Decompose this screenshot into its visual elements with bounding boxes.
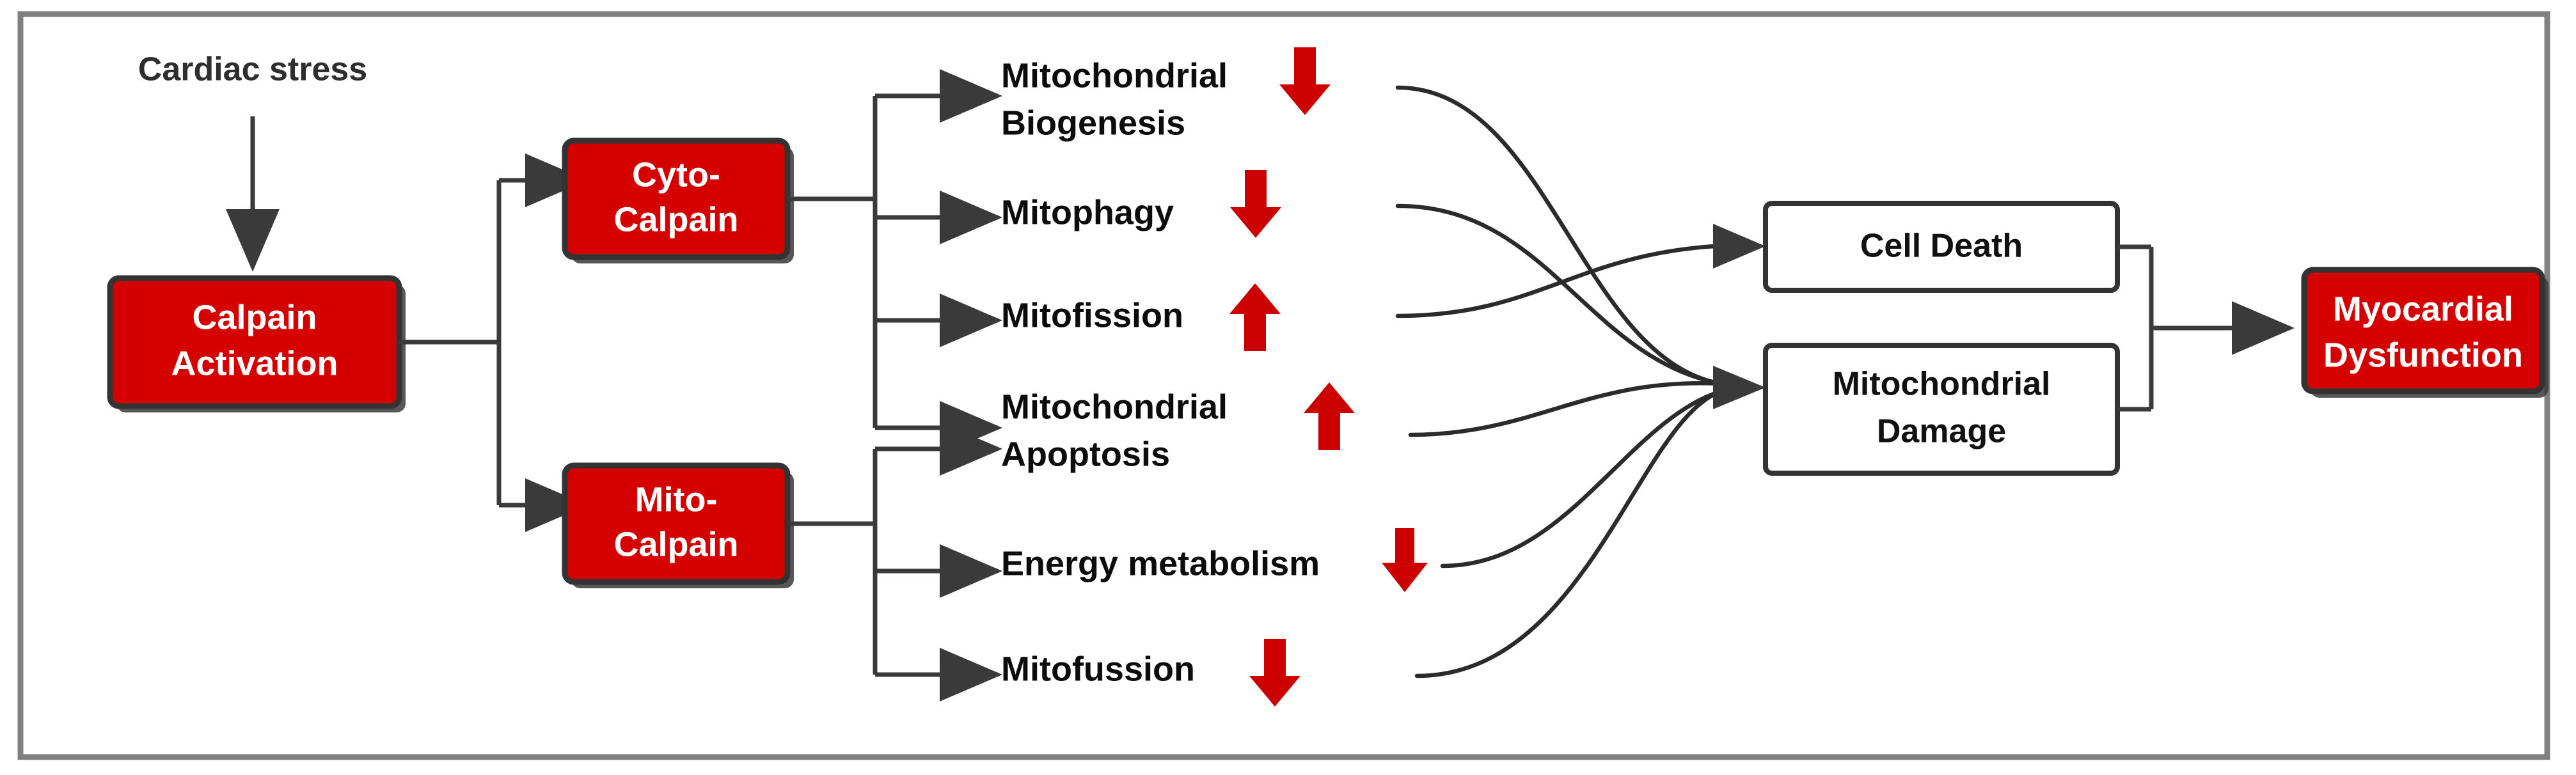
cyto-calpain-label-line2: Calpain	[613, 200, 738, 239]
curve-energy-to-damage	[1440, 389, 1723, 568]
mitochondrial-damage-label-line2: Damage	[1877, 413, 2006, 450]
curve-mitophagy-to-damage	[1395, 203, 1723, 386]
up-arrow-icon-apoptosis	[1304, 382, 1355, 450]
arrowhead-into-cell-death	[1713, 224, 1766, 269]
cyto-calpain-label-line1: Cyto-	[632, 155, 720, 194]
cell-death-label: Cell Death	[1860, 228, 2023, 265]
up-arrow-icon-mitofission	[1229, 283, 1281, 351]
arrowhead-into-mito-damage	[1713, 366, 1766, 409]
mito-calpain-label-line2: Calpain	[613, 525, 738, 563]
process-label-mito-apoptosis-line2: Apoptosis	[1001, 435, 1170, 473]
process-label-mitofission: Mitofission	[1001, 296, 1183, 334]
process-label-energy-metabolism: Energy metabolism	[1001, 544, 1320, 583]
down-arrow-icon-energy	[1382, 528, 1428, 592]
curve-mitofussion-to-damage	[1414, 389, 1723, 678]
process-label-mito-apoptosis-line1: Mitochondrial	[1001, 388, 1228, 426]
curve-apoptosis-to-damage	[1408, 380, 1723, 437]
cardiac-stress-label: Cardiac stress	[138, 51, 367, 88]
calpain-activation-label-line1: Calpain	[192, 298, 317, 336]
calpain-activation-box[interactable]	[107, 275, 402, 409]
process-label-mitophagy: Mitophagy	[1001, 193, 1174, 231]
down-arrow-icon-mitofussion	[1249, 639, 1300, 707]
mitochondrial-damage-label-line1: Mitochondrial	[1833, 366, 2051, 403]
mito-calpain-label-line1: Mito-	[635, 480, 718, 519]
myocardial-dysfunction-label-line2: Dysfunction	[2323, 336, 2523, 374]
mitochondrial-damage-box[interactable]	[1763, 343, 2120, 476]
down-arrow-icon-mitophagy	[1230, 170, 1281, 238]
myocardial-dysfunction-label-line1: Myocardial	[2333, 290, 2513, 328]
curve-mitofission-to-celldeath	[1395, 244, 1717, 318]
down-arrow-icon-biogenesis	[1279, 47, 1331, 115]
process-label-mito-biogenesis-line2: Biogenesis	[1001, 104, 1185, 142]
curve-biogenesis-to-damage	[1395, 85, 1723, 386]
myocardial-dysfunction-box[interactable]	[2301, 267, 2545, 395]
calpain-activation-label-line2: Activation	[171, 344, 338, 382]
process-label-mito-biogenesis-line1: Mitochondrial	[1001, 56, 1228, 95]
process-label-mitofussion: Mitofussion	[1001, 650, 1195, 688]
